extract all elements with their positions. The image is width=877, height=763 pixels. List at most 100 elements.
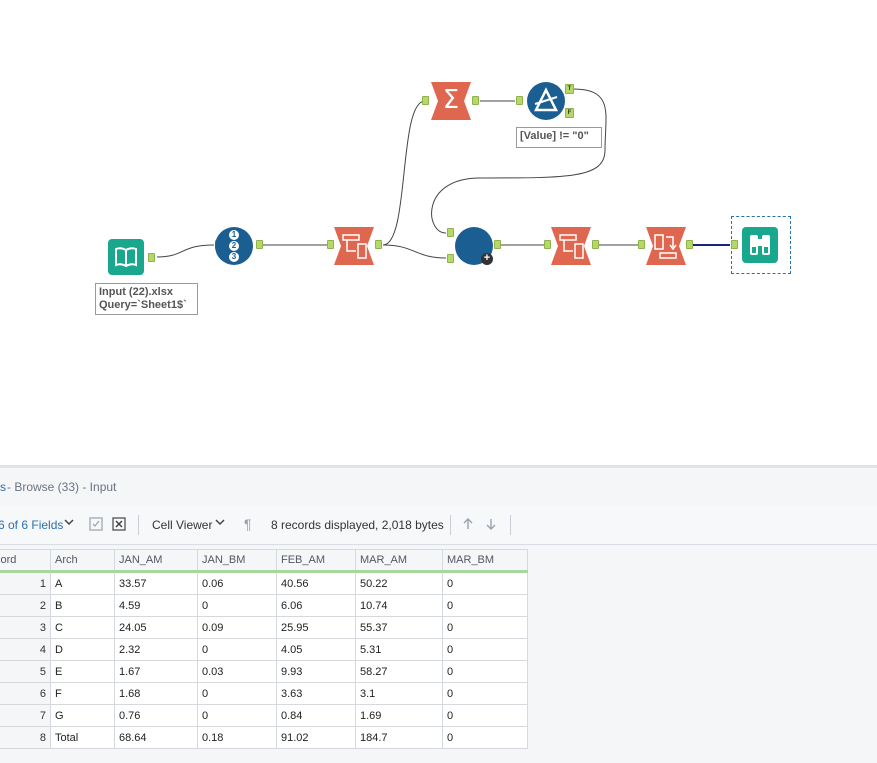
input-tool[interactable] — [108, 239, 144, 275]
table-cell[interactable]: D — [50, 638, 115, 661]
table-cell[interactable]: G — [50, 704, 115, 727]
record-number-cell[interactable]: 8 — [0, 726, 51, 749]
select-all-checkbox-icon[interactable] — [89, 517, 103, 534]
table-cell[interactable]: 184.7 — [355, 726, 443, 749]
arrow-up-icon[interactable] — [461, 517, 475, 534]
browse-input-anchor[interactable] — [731, 240, 738, 249]
table-cell[interactable]: 2.32 — [114, 638, 198, 661]
table-cell[interactable]: 0 — [442, 660, 528, 683]
column-header-feb-am[interactable]: FEB_AM — [276, 549, 356, 573]
formula-tool-1[interactable] — [334, 227, 374, 270]
formula2-output-anchor[interactable] — [592, 240, 599, 249]
summarize-input-anchor[interactable] — [422, 96, 429, 105]
record-number-cell[interactable]: 5 — [0, 660, 51, 683]
table-cell[interactable]: 0.76 — [114, 704, 198, 727]
column-header-mar-am[interactable]: MAR_AM — [355, 549, 443, 573]
table-cell[interactable]: 4.05 — [276, 638, 356, 661]
join-output-anchor[interactable] — [494, 240, 501, 249]
workflow-canvas[interactable]: Input (22).xlsx Query=`Sheet1$` 1 2 3 Σ — [0, 0, 877, 465]
table-cell[interactable]: 0 — [442, 638, 528, 661]
arrow-down-icon[interactable] — [484, 517, 498, 534]
filter-tool[interactable] — [527, 82, 565, 120]
table-cell[interactable]: F — [50, 682, 115, 705]
table-cell[interactable]: 0.03 — [197, 660, 277, 683]
table-cell[interactable]: 1.68 — [114, 682, 198, 705]
record-number-cell[interactable]: 3 — [0, 616, 51, 639]
table-cell[interactable]: 0 — [442, 704, 528, 727]
record-number-cell[interactable]: 1 — [0, 571, 51, 595]
column-header-jan-bm[interactable]: JAN_BM — [197, 549, 277, 573]
results-title-prefix[interactable]: s — [0, 480, 6, 494]
record-number-cell[interactable]: 2 — [0, 594, 51, 617]
table-cell[interactable]: Total — [50, 726, 115, 749]
join-right-anchor[interactable] — [447, 254, 454, 263]
table-cell[interactable]: 55.37 — [355, 616, 443, 639]
filter-false-anchor[interactable]: F — [565, 108, 574, 118]
table-cell[interactable]: 0 — [442, 616, 528, 639]
column-header-jan-am[interactable]: JAN_AM — [114, 549, 198, 573]
column-header-mar-bm[interactable]: MAR_BM — [442, 549, 528, 573]
table-cell[interactable]: C — [50, 616, 115, 639]
table-cell[interactable]: 0 — [442, 594, 528, 617]
filter-true-anchor[interactable]: T — [565, 84, 574, 94]
table-cell[interactable]: 0 — [197, 594, 277, 617]
formula1-input-anchor[interactable] — [327, 240, 334, 249]
table-cell[interactable]: 0.06 — [197, 571, 277, 595]
record-number-cell[interactable]: 7 — [0, 704, 51, 727]
table-cell[interactable]: 9.93 — [276, 660, 356, 683]
table-cell[interactable]: 40.56 — [276, 571, 356, 595]
table-cell[interactable]: A — [50, 571, 115, 595]
summarize-tool[interactable]: Σ — [431, 82, 471, 125]
table-cell[interactable]: 0.84 — [276, 704, 356, 727]
table-cell[interactable]: 3.1 — [355, 682, 443, 705]
fields-chevron-down-icon[interactable] — [63, 516, 75, 531]
table-cell[interactable]: 68.64 — [114, 726, 198, 749]
table-cell[interactable]: 5.31 — [355, 638, 443, 661]
table-cell[interactable]: 0.18 — [197, 726, 277, 749]
join-tool[interactable]: + — [455, 227, 493, 265]
table-cell[interactable]: 0 — [197, 638, 277, 661]
filter-input-anchor[interactable] — [516, 96, 523, 105]
deselect-all-icon[interactable] — [112, 517, 126, 534]
record-number-cell[interactable]: 6 — [0, 682, 51, 705]
table-cell[interactable]: 4.59 — [114, 594, 198, 617]
pilcrow-icon[interactable]: ¶ — [244, 516, 252, 532]
transpose-input-anchor[interactable] — [638, 240, 645, 249]
transpose-output-anchor[interactable] — [686, 240, 693, 249]
column-header-arch[interactable]: Arch — [50, 549, 115, 573]
record-number-cell[interactable]: 4 — [0, 638, 51, 661]
table-cell[interactable]: 0 — [442, 726, 528, 749]
table-cell[interactable]: 10.74 — [355, 594, 443, 617]
recordid-output-anchor[interactable] — [256, 240, 263, 249]
formula1-output-anchor[interactable] — [375, 240, 382, 249]
table-cell[interactable]: B — [50, 594, 115, 617]
join-left-anchor[interactable] — [447, 228, 454, 237]
table-cell[interactable]: 1.69 — [355, 704, 443, 727]
table-cell[interactable]: 25.95 — [276, 616, 356, 639]
table-cell[interactable]: 0.09 — [197, 616, 277, 639]
table-cell[interactable]: 0 — [197, 704, 277, 727]
summarize-output-anchor[interactable] — [472, 96, 479, 105]
fields-selector[interactable]: 6 of 6 Fields — [0, 518, 64, 532]
column-header-record[interactable]: cord — [0, 549, 51, 573]
table-cell[interactable]: 1.67 — [114, 660, 198, 683]
formula2-input-anchor[interactable] — [544, 240, 551, 249]
table-cell[interactable]: 50.22 — [355, 571, 443, 595]
table-cell[interactable]: 0 — [197, 682, 277, 705]
table-cell[interactable]: 6.06 — [276, 594, 356, 617]
input-output-anchor[interactable] — [148, 253, 155, 262]
table-cell[interactable]: 0 — [442, 682, 528, 705]
table-cell[interactable]: 33.57 — [114, 571, 198, 595]
formula-tool-2[interactable] — [551, 227, 591, 270]
browse-tool[interactable] — [742, 227, 778, 263]
table-cell[interactable]: 3.63 — [276, 682, 356, 705]
table-cell[interactable]: E — [50, 660, 115, 683]
cell-viewer-selector[interactable]: Cell Viewer — [152, 518, 213, 532]
record-id-tool[interactable]: 1 2 3 — [215, 227, 253, 265]
cell-viewer-chevron-down-icon[interactable] — [214, 516, 226, 531]
table-cell[interactable]: 91.02 — [276, 726, 356, 749]
transpose-tool[interactable] — [646, 227, 686, 270]
table-cell[interactable]: 0 — [442, 571, 528, 595]
table-cell[interactable]: 24.05 — [114, 616, 198, 639]
table-cell[interactable]: 58.27 — [355, 660, 443, 683]
